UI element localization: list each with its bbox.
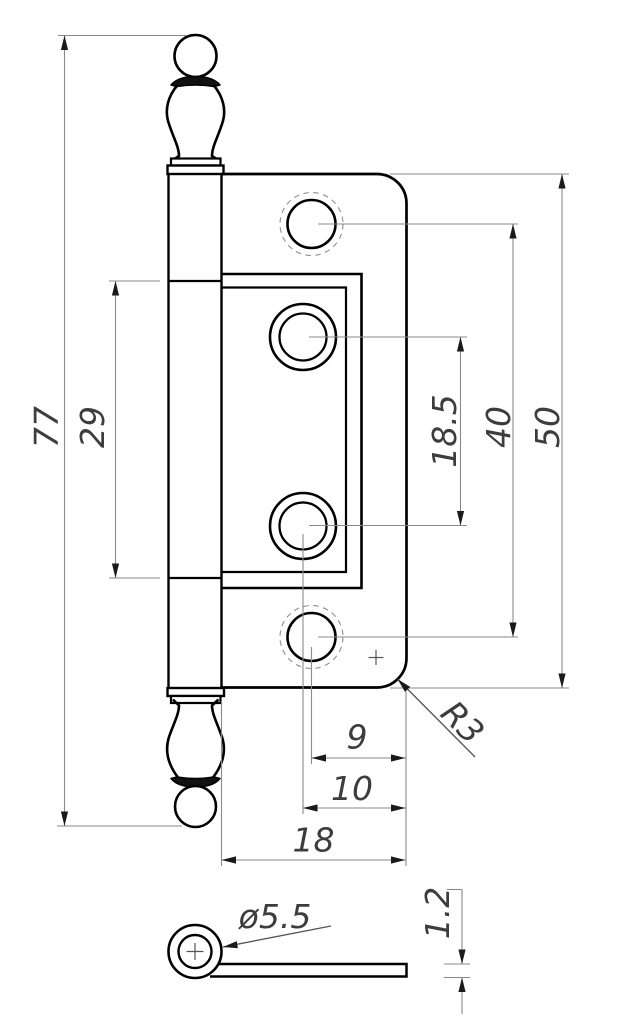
finial-bottom-ball xyxy=(173,784,218,829)
finial-top-collar xyxy=(170,75,221,88)
dimensions: 77 29 50 40 xyxy=(27,34,569,1014)
front-view xyxy=(165,33,408,829)
arrowhead-up xyxy=(558,174,566,189)
arrowhead-right xyxy=(391,754,406,762)
dim-knuckle-length-label: 29 xyxy=(73,406,112,448)
dim-hole-pitch-middle: 18.5 xyxy=(309,336,467,527)
pin-diameter-label: ø5.5 xyxy=(238,897,312,936)
arrowhead-up xyxy=(60,35,69,50)
dim-leaf-thickness: 1.2 xyxy=(418,887,470,1014)
dim-hole-offset-small: 9 xyxy=(310,647,406,764)
dim-overall-height-label: 77 xyxy=(27,406,66,448)
finial-bottom-vase-left xyxy=(165,698,181,779)
leader-line xyxy=(222,925,332,948)
barrel-bottom-cap xyxy=(166,686,226,698)
finial-top-ball xyxy=(173,33,218,79)
finial-top-vase-right xyxy=(210,83,226,162)
barrel-center-mark-icon xyxy=(186,943,204,960)
arrowhead-up xyxy=(111,281,120,296)
dim-hole-pitch-outer-label: 40 xyxy=(479,406,518,448)
arrowhead-down xyxy=(509,622,517,637)
callout-pin-diameter: ø5.5 xyxy=(222,897,332,949)
barrel-top-cap xyxy=(166,164,225,176)
arrowhead-corner xyxy=(397,679,411,692)
arrowhead-barrel xyxy=(223,941,238,949)
hinge-leaf-plate xyxy=(221,172,408,689)
finial-top-vase-left xyxy=(165,83,181,162)
leaf-side-profile xyxy=(210,962,408,978)
arrowhead-left xyxy=(303,804,318,812)
pin-finial-top xyxy=(165,33,226,176)
arrowhead-left xyxy=(221,856,236,864)
dim-overall-height: 77 xyxy=(27,34,186,827)
finial-bottom-vase-right xyxy=(210,698,226,779)
screw-holes xyxy=(268,191,344,670)
inner-leaf-inner-edge xyxy=(221,286,348,574)
arrowhead-left xyxy=(311,754,326,762)
dim-hole-pitch-middle-label: 18.5 xyxy=(425,394,464,467)
dim-hole-offset-large: 10 xyxy=(302,534,406,814)
dim-knuckle-length: 29 xyxy=(73,280,160,579)
arrowhead-up xyxy=(509,224,517,239)
leader-line xyxy=(397,678,476,758)
arrowhead-down xyxy=(558,673,566,688)
finial-bottom-collar xyxy=(170,776,221,788)
arrowhead-up xyxy=(456,337,465,352)
corner-radius-label: R3 xyxy=(433,693,492,752)
arrowhead-down xyxy=(458,949,466,964)
bottom-view xyxy=(167,923,408,980)
hinge-barrel xyxy=(167,174,223,688)
dim-leaf-length: 50 xyxy=(390,173,569,689)
arrowhead-down xyxy=(60,811,69,826)
pin-finial-bottom xyxy=(165,686,226,829)
corner-radius-center-mark-icon xyxy=(368,650,384,665)
arrowhead-up xyxy=(458,977,466,992)
arrowhead-right xyxy=(391,856,406,864)
arrowhead-down xyxy=(456,511,465,526)
dim-leaf-width-label: 18 xyxy=(293,821,335,860)
callout-corner-radius: R3 xyxy=(397,678,492,758)
dim-hole-offset-large-label: 10 xyxy=(331,769,373,808)
dim-leaf-width: 18 xyxy=(220,691,407,866)
leaf-outline xyxy=(221,172,408,689)
inner-leaf-outer-edge xyxy=(221,272,363,590)
dim-leaf-thickness-label: 1.2 xyxy=(418,887,457,939)
dim-hole-offset-small-label: 9 xyxy=(347,718,368,757)
dim-hole-pitch-outer: 40 xyxy=(318,223,518,638)
dim-leaf-length-label: 50 xyxy=(528,406,567,448)
arrowhead-right xyxy=(391,804,406,812)
finial-bottom-flare xyxy=(169,694,222,705)
arrowhead-down xyxy=(111,563,120,578)
